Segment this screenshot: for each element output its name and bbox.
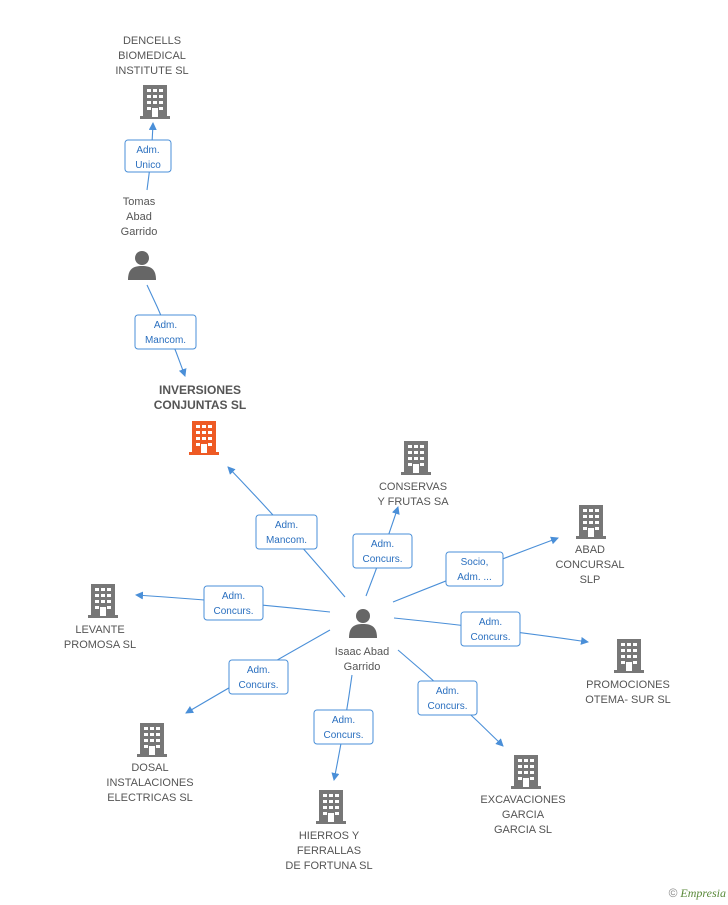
edge-label-line: Adm. [136,145,159,156]
edge-label-tomas-dencells[interactable]: Adm. Unico [124,139,172,173]
edge-label-box [255,514,318,550]
node-excavaciones[interactable]: EXCAVACIONES GARCIA GARCIA SL [480,755,566,836]
brand-name: mpresia [687,886,726,900]
edge-label-isaac-conservas[interactable]: Adm. Concurs. [352,533,413,569]
node-label-line: INSTITUTE SL [115,65,188,77]
node-conservas[interactable]: CONSERVAS Y FRUTAS SA [377,441,449,508]
node-label-line: Abad [126,211,152,223]
edge-label-line: Socio, [461,557,489,568]
node-label-line: ABAD [575,544,605,556]
edge-label-box [203,585,264,621]
node-label-line: Y FRUTAS SA [377,496,449,508]
node-label-line: LEVANTE [75,624,124,636]
node-label-line: PROMOSA SL [64,639,136,651]
edge-label-isaac-hierros[interactable]: Adm. Concurs. [313,709,374,745]
edge-label-isaac-excavaciones[interactable]: Adm. Concurs. [417,680,478,716]
node-label-line: DE FORTUNA SL [285,860,372,872]
edge-label-line: Adm. [154,320,177,331]
person-icon [349,609,377,638]
building-icon [511,755,541,789]
node-label-line: GARCIA SL [494,824,552,836]
edge-label-line: Concurs. [213,606,253,617]
node-levante[interactable]: LEVANTE PROMOSA SL [64,584,136,651]
edge-label-line: Adm. [479,617,502,628]
node-label-line: CONSERVAS [379,481,447,493]
node-label-line: FERRALLAS [297,845,361,857]
building-icon [137,723,167,757]
edge-label-box [313,709,374,745]
node-abad[interactable]: ABAD CONCURSAL SLP [555,505,625,586]
edge-label-box [445,551,504,587]
edges-layer: Adm.UnicoAdm.Mancom.Adm.Mancom.Adm.Concu… [124,122,589,781]
building-icon [401,441,431,475]
node-label-line: Tomas [123,196,156,208]
edge-label-line: Concurs. [323,730,363,741]
node-label-line: CONJUNTAS SL [154,398,246,412]
edge-label-line: Adm. [222,591,245,602]
edge-label-isaac-abad[interactable]: Socio, Adm. ... [445,551,504,587]
node-label-line: Isaac Abad [335,646,389,658]
node-label-line: OTEMA- SUR SL [585,694,671,706]
edge-label-box [228,659,289,695]
node-label-line: HIERROS Y [299,830,360,842]
edge-label-box [124,139,172,173]
node-label-line: Garrido [344,661,381,673]
edge-label-isaac-dosal[interactable]: Adm. Concurs. [228,659,289,695]
node-label-line: EXCAVACIONES [480,794,565,806]
edge-label-isaac-levante[interactable]: Adm. Concurs. [203,585,264,621]
node-promociones[interactable]: PROMOCIONES OTEMA- SUR SL [585,639,671,706]
building-icon [316,790,346,824]
node-label-line: DENCELLS [123,35,181,47]
building-icon [614,639,644,673]
node-label-line: ELECTRICAS SL [107,792,193,804]
edge-label-line: Adm. [371,539,394,550]
edge-label-box [460,611,521,647]
edge-label-line: Adm. [436,686,459,697]
node-label-line: SLP [580,574,601,586]
edge-label-tomas-inversiones[interactable]: Adm. Mancom. [134,314,197,350]
edge-label-line: Concurs. [362,554,402,565]
building-icon [140,85,170,119]
node-hierros[interactable]: HIERROS Y FERRALLAS DE FORTUNA SL [285,790,373,872]
edge-label-line: Adm. [247,665,270,676]
node-label-line: PROMOCIONES [586,679,670,691]
edge-label-box [134,314,197,350]
node-label-line: Garrido [121,226,158,238]
empresia-logo[interactable]: © Empresia [669,886,726,901]
building-icon [88,584,118,618]
edge-label-line: Adm. ... [457,572,491,583]
edge-label-line: Concurs. [238,680,278,691]
edge-label-box [417,680,478,716]
node-label-line: GARCIA [502,809,545,821]
edge-label-line: Adm. [275,520,298,531]
person-icon [128,251,156,280]
edge-label-line: Mancom. [145,335,186,346]
node-label-line: BIOMEDICAL [118,50,186,62]
edge-label-isaac-inversiones[interactable]: Adm. Mancom. [255,514,318,550]
edge-label-box [352,533,413,569]
building-icon [576,505,606,539]
edge-label-line: Mancom. [266,535,307,546]
node-label-line: INVERSIONES [159,383,241,397]
node-label-line: DOSAL [131,762,168,774]
edge-label-line: Concurs. [427,701,467,712]
node-label-line: CONCURSAL [555,559,624,571]
node-label-line: INSTALACIONES [106,777,193,789]
edge-label-line: Concurs. [470,632,510,643]
copyright-symbol: © [668,886,678,900]
edge-label-line: Unico [135,160,161,171]
building-icon [189,421,219,455]
node-dosal[interactable]: DOSAL INSTALACIONES ELECTRICAS SL [106,723,194,804]
edge-label-line: Adm. [332,715,355,726]
edge-label-isaac-promociones[interactable]: Adm. Concurs. [460,611,521,647]
brand-initial: E [680,886,688,900]
node-dencells[interactable]: DENCELLS BIOMEDICAL INSTITUTE SL [115,35,189,119]
nodes-layer: DENCELLS BIOMEDICAL INSTITUTE SL TomasAbadG… [64,35,671,872]
